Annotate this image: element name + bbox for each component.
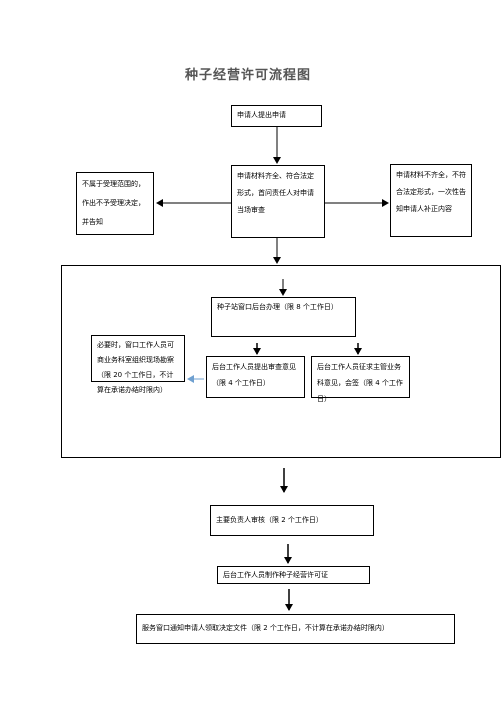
review-opinion-box: 后台工作人员提出审查意见（限 4 个工作日） — [206, 356, 305, 398]
accept-check-box: 申请材料齐全、符合法定形式，首问责任人对申请当场审查 — [231, 165, 325, 238]
incomplete-box: 申请材料不齐全，不符合法定形式，一次性告知申请人补正内容 — [390, 164, 472, 237]
review-opinion-text: 后台工作人员提出审查意见（限 4 个工作日） — [212, 363, 296, 387]
window-backoffice-box: 种子站窗口后台办理（限 8 个工作日） — [211, 297, 356, 337]
apply-box: 申请人提出申请 — [231, 105, 322, 127]
page-title: 种子经营许可流程图 — [184, 68, 311, 83]
consult-opinion-box: 后台工作人员征求主管业务科意见，会签（限 4 个工作日） — [311, 356, 410, 403]
site-inspection-text: 必要时，窗口工作人员可商业务科室组织现场勘察（限 20 个工作日，不计算在承诺办… — [97, 341, 174, 394]
not-in-scope-text: 不属于受理范围的，作出不予受理决定，并告知 — [82, 180, 145, 226]
incomplete-text: 申请材料不齐全，不符合法定形式，一次性告知申请人补正内容 — [396, 171, 466, 213]
leader-review-text: 主要负责人审核（限 2 个工作日） — [216, 516, 323, 524]
notify-box: 服务窗口通知申请人领取决定文件（限 2 个工作日，不计算在承诺办结时限内） — [136, 614, 455, 644]
make-license-text: 后台工作人员制作种子经营许可证 — [223, 571, 328, 579]
make-license-box: 后台工作人员制作种子经营许可证 — [217, 566, 370, 584]
leader-review-box: 主要负责人审核（限 2 个工作日） — [210, 505, 374, 536]
apply-text: 申请人提出申请 — [237, 111, 286, 119]
notify-text: 服务窗口通知申请人领取决定文件（限 2 个工作日，不计算在承诺办结时限内） — [142, 624, 389, 632]
accept-check-text: 申请材料齐全、符合法定形式，首问责任人对申请当场审查 — [237, 172, 314, 214]
not-in-scope-box: 不属于受理范围的，作出不予受理决定，并告知 — [76, 172, 154, 235]
consult-opinion-text: 后台工作人员征求主管业务科意见，会签（限 4 个工作日） — [317, 363, 403, 403]
site-inspection-box: 必要时，窗口工作人员可商业务科室组织现场勘察（限 20 个工作日，不计算在承诺办… — [91, 335, 185, 394]
window-backoffice-text: 种子站窗口后台办理（限 8 个工作日） — [217, 303, 338, 311]
